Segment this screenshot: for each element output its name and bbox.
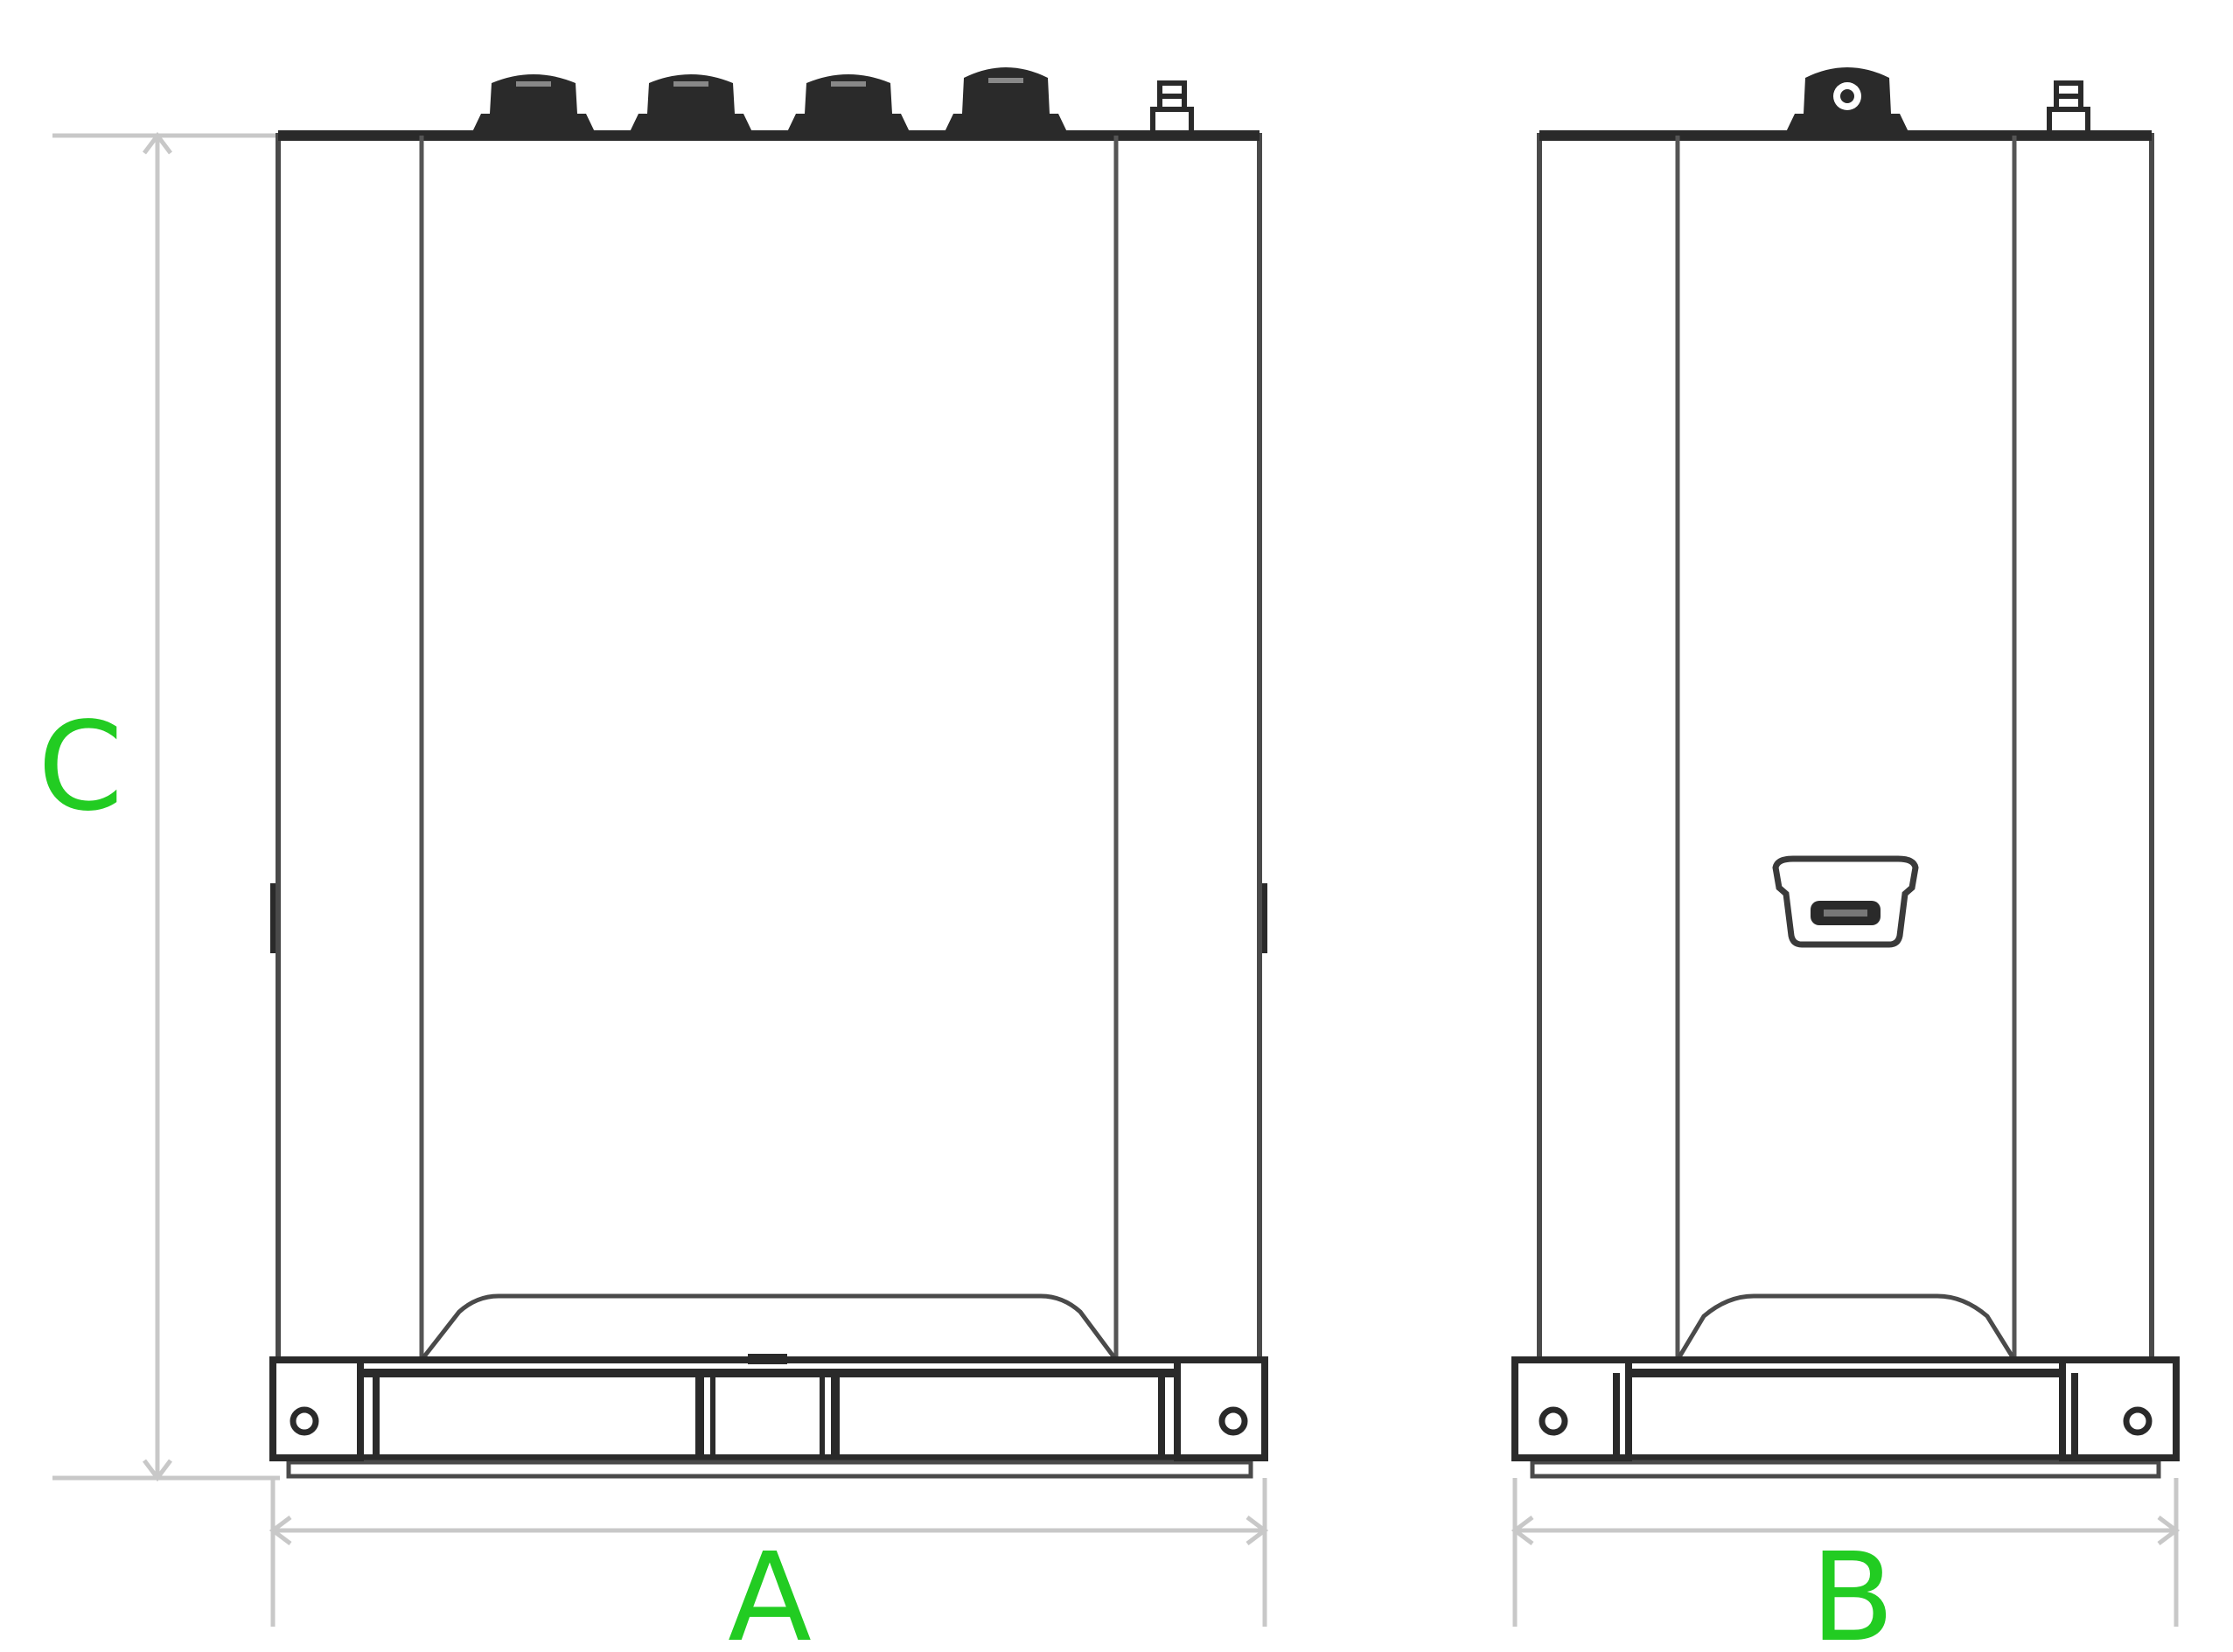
antenna-connector-icon xyxy=(2047,80,2090,138)
dimension-a xyxy=(269,1478,1269,1627)
dimension-label-b: B xyxy=(1811,1527,1895,1652)
dimension-b xyxy=(1511,1478,2181,1627)
side-lid-hump xyxy=(1675,1293,2017,1362)
dimension-label-c: C xyxy=(38,696,123,839)
side-view xyxy=(1511,67,2180,1479)
dimension-c xyxy=(52,131,280,1482)
side-base-plate xyxy=(1511,1356,2180,1479)
front-lid-hump xyxy=(420,1293,1119,1362)
antenna-connector-icon xyxy=(1150,80,1194,138)
cable-gland-icon xyxy=(785,74,911,136)
usb-port-icon xyxy=(1772,855,1919,948)
dimension-label-a: A xyxy=(728,1527,812,1652)
cable-gland-icon xyxy=(628,74,754,136)
cable-gland-icon xyxy=(471,74,597,136)
mounting-hole-icon xyxy=(1539,1406,1568,1436)
mounting-hole-icon xyxy=(1218,1406,1248,1436)
front-base-plate xyxy=(269,1354,1268,1479)
mounting-hole-icon xyxy=(290,1406,319,1436)
cable-gland-icon xyxy=(1784,67,1910,136)
front-view xyxy=(269,67,1268,1479)
side-enclosure-body xyxy=(1537,133,2154,1363)
cable-gland-icon xyxy=(943,67,1069,136)
front-enclosure-body xyxy=(276,133,1262,1363)
mounting-hole-icon xyxy=(2123,1406,2153,1436)
